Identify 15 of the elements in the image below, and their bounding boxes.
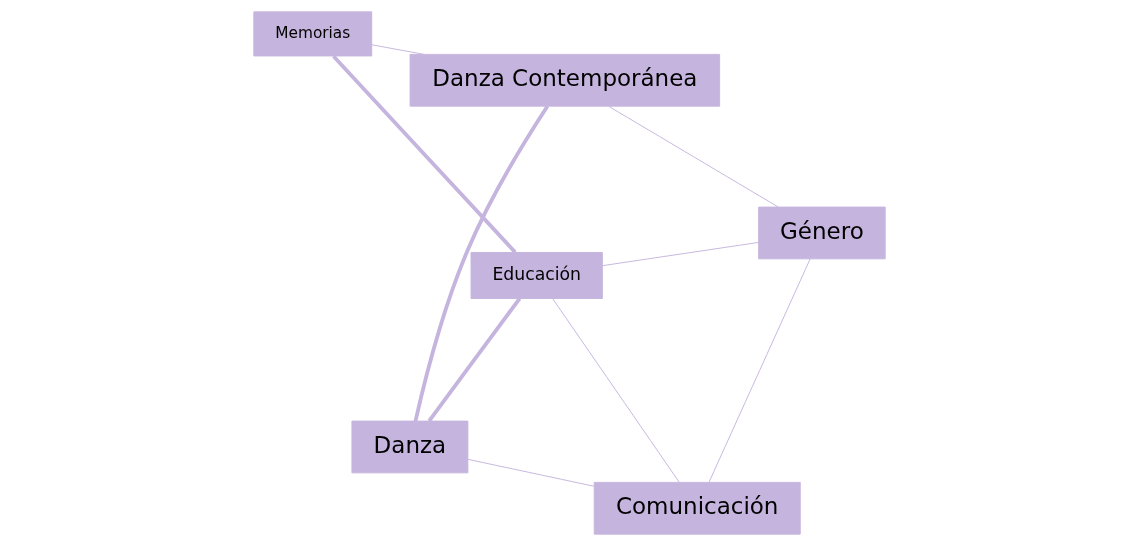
node-box: Danza Contemporánea — [409, 53, 720, 107]
node-box: Educación — [470, 252, 603, 299]
connector — [551, 298, 680, 483]
connector — [607, 105, 779, 208]
connector — [331, 55, 517, 254]
connector — [601, 241, 759, 267]
node-box: Danza — [350, 420, 468, 474]
connector — [413, 105, 549, 422]
node-box: Género — [757, 206, 886, 260]
connector — [707, 258, 811, 483]
node-box: Comunicación — [593, 481, 801, 535]
node-box: Memorias — [252, 11, 372, 57]
connector — [370, 44, 424, 55]
connector — [427, 297, 521, 422]
connector — [467, 458, 594, 487]
